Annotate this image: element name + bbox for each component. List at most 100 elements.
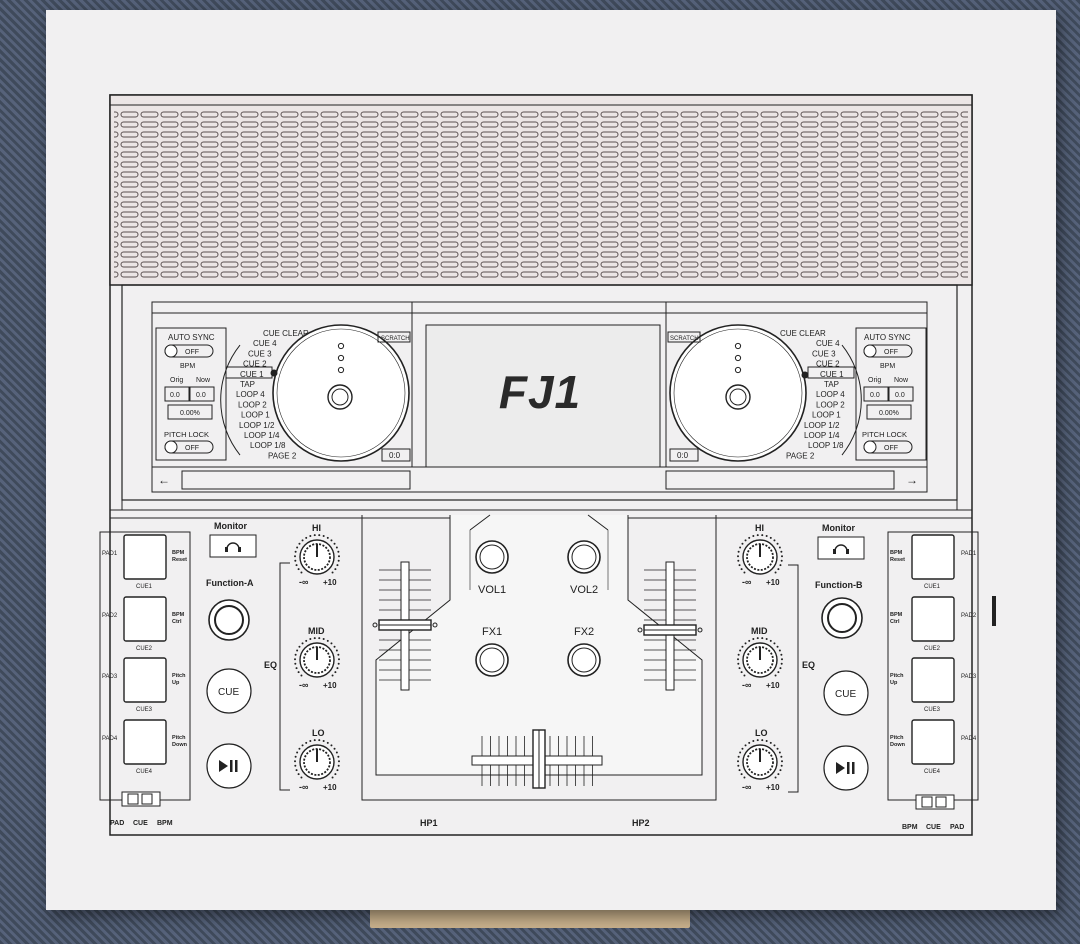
right-time: 0:0 xyxy=(677,451,689,460)
play-pause-icon xyxy=(219,760,228,772)
right-menu-item[interactable]: LOOP 1 xyxy=(812,411,841,420)
left-cue-button[interactable] xyxy=(206,668,252,714)
pad-3[interactable] xyxy=(911,657,955,703)
svg-text:MID: MID xyxy=(751,626,768,636)
right-menu-item[interactable]: LOOP 4 xyxy=(816,390,845,399)
pad-function-label: Reset xyxy=(890,557,905,563)
svg-text:LO: LO xyxy=(312,728,325,738)
pad-3[interactable] xyxy=(123,657,167,703)
right-menu-item[interactable]: LOOP 1/2 xyxy=(804,421,840,430)
fx1-knob[interactable] xyxy=(475,643,509,677)
svg-text:Now: Now xyxy=(196,377,211,384)
hp2-label: HP2 xyxy=(632,818,650,828)
pad-cue-label: CUE3 xyxy=(924,707,941,713)
svg-text:-∞: -∞ xyxy=(299,782,309,792)
pad-function-label: Up xyxy=(890,680,898,686)
left-menu-item[interactable]: PAGE 2 xyxy=(268,451,297,460)
pad-cue-label: CUE4 xyxy=(136,769,153,775)
left-auto-sync-label: AUTO SYNC xyxy=(168,333,215,342)
right-eq-lo-knob[interactable] xyxy=(737,739,783,780)
left-menu-item[interactable]: LOOP 1/8 xyxy=(250,441,286,450)
left-eq-hi-knob[interactable] xyxy=(294,534,340,575)
left-monitor-button[interactable] xyxy=(209,534,257,558)
pad-function-label: BPM xyxy=(172,612,185,618)
left-now-value: 0.0 xyxy=(196,392,206,399)
left-menu-item[interactable]: CUE 4 xyxy=(253,339,277,348)
right-mode-switch[interactable] xyxy=(915,794,955,810)
left-menu-item[interactable]: LOOP 2 xyxy=(238,400,267,409)
right-menu-item[interactable]: CUE 4 xyxy=(816,339,840,348)
left-menu-item[interactable]: CUE 2 xyxy=(243,360,267,369)
left-menu-item[interactable]: LOOP 1 xyxy=(241,411,270,420)
left-menu-item[interactable]: CUE 3 xyxy=(248,349,272,358)
svg-text:HI: HI xyxy=(312,523,321,533)
right-deck: AUTO SYNC OFF BPM Orig Now 0.0 0.0 0.00%… xyxy=(667,324,927,487)
right-menu-item[interactable]: LOOP 2 xyxy=(816,400,845,409)
right-menu-item[interactable]: CUE 2 xyxy=(816,360,840,369)
channel-fader-right[interactable] xyxy=(637,561,703,691)
pad-1[interactable] xyxy=(123,534,167,580)
left-mode-switch[interactable] xyxy=(121,791,161,807)
pad-function-label: BPM xyxy=(890,550,903,556)
vol1-knob[interactable] xyxy=(475,540,509,574)
pad-4[interactable] xyxy=(123,719,167,765)
right-jog-wheel[interactable] xyxy=(669,324,807,462)
pad-1[interactable] xyxy=(911,534,955,580)
right-scratch-label: SCRATCH xyxy=(670,336,699,342)
pad-4[interactable] xyxy=(911,719,955,765)
right-menu-item[interactable]: LOOP 1/4 xyxy=(804,431,840,440)
right-eq-hi-knob[interactable] xyxy=(737,534,783,575)
right-menu-item[interactable]: TAP xyxy=(824,380,839,389)
pad-label: PAD3 xyxy=(102,674,118,680)
left-menu-item[interactable]: LOOP 1/2 xyxy=(239,421,275,430)
right-play-pause-button[interactable] xyxy=(823,745,869,791)
play-pause-icon xyxy=(836,762,845,774)
left-menu-item[interactable]: LOOP 1/4 xyxy=(244,431,280,440)
left-eq-lo-knob[interactable] xyxy=(294,739,340,780)
right-menu-item[interactable]: CUE 3 xyxy=(812,349,836,358)
right-menu-item[interactable]: LOOP 1/8 xyxy=(808,441,844,450)
fj1-logo: FJ1 xyxy=(498,366,582,418)
pad-function-label: Pitch xyxy=(172,673,186,679)
crossfader[interactable] xyxy=(471,729,603,789)
pad-function-label: Pitch xyxy=(172,735,186,741)
tablet-screen xyxy=(121,284,958,501)
left-eq-mid-knob[interactable] xyxy=(294,637,340,678)
right-cue-button[interactable] xyxy=(823,670,869,716)
pad-2[interactable] xyxy=(123,596,167,642)
pad-label: PAD1 xyxy=(102,551,118,557)
pad-function-label: Pitch xyxy=(890,673,904,679)
svg-text:Orig: Orig xyxy=(868,377,881,384)
svg-text:+10: +10 xyxy=(323,783,337,792)
channel-fader-left[interactable] xyxy=(372,561,438,691)
pad-function-label: Ctrl xyxy=(172,619,182,625)
pad-function-label: Ctrl xyxy=(890,619,900,625)
left-menu-item[interactable]: CUE CLEAR xyxy=(263,329,309,338)
left-menu-item[interactable]: CUE 1 xyxy=(240,370,264,379)
svg-text:CUE: CUE xyxy=(835,689,856,700)
left-deck: AUTO SYNC OFF BPM Orig Now 0.0 0.0 0.00%… xyxy=(155,324,411,487)
left-jog-wheel[interactable] xyxy=(272,324,410,462)
svg-text:PAD: PAD xyxy=(950,824,964,831)
mixer-section: VOL1 VOL2 FX1 FX2 HP1 HP2 xyxy=(361,514,717,828)
vol2-knob[interactable] xyxy=(567,540,601,574)
pad-cue-label: CUE3 xyxy=(136,707,153,713)
svg-text:OFF: OFF xyxy=(185,349,199,356)
pad-function-label: BPM xyxy=(172,550,185,556)
left-menu-item[interactable]: LOOP 4 xyxy=(236,390,265,399)
fx1-label: FX1 xyxy=(482,626,502,638)
fx2-knob[interactable] xyxy=(567,643,601,677)
left-menu-item[interactable]: TAP xyxy=(240,380,255,389)
pad-2[interactable] xyxy=(911,596,955,642)
right-menu-item[interactable]: PAGE 2 xyxy=(786,451,815,460)
svg-text:OFF: OFF xyxy=(884,349,898,356)
right-menu-item[interactable]: CUE 1 xyxy=(820,370,844,379)
right-monitor-button[interactable] xyxy=(817,536,865,560)
left-monitor-label: Monitor xyxy=(214,521,247,531)
right-eq-mid-knob[interactable] xyxy=(737,637,783,678)
pad-function-label: Pitch xyxy=(890,735,904,741)
left-play-pause-button[interactable] xyxy=(206,743,252,789)
right-menu-item[interactable]: CUE CLEAR xyxy=(780,329,826,338)
